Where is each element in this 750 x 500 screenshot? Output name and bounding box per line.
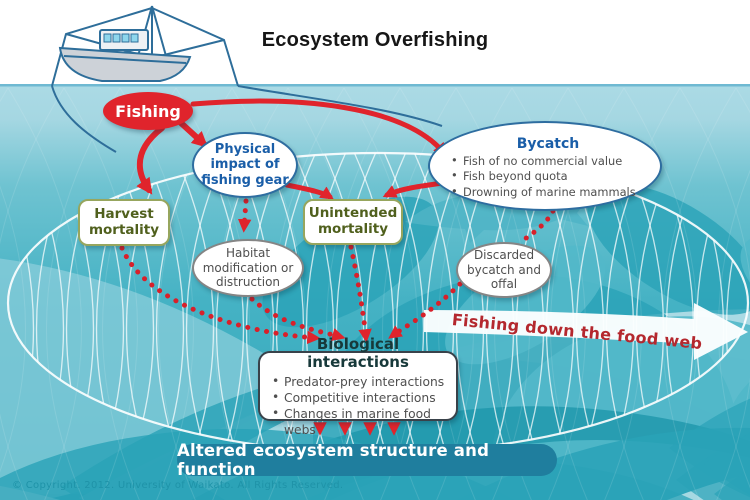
- outcome-banner: Altered ecosystem structure and function: [177, 441, 557, 479]
- food-web-arrow-shape: [424, 303, 748, 360]
- outcome-banner-label: Altered ecosystem structure and function: [177, 441, 490, 479]
- biological-interactions-bullet: Predator-prey interactions: [271, 373, 455, 390]
- node-bycatch-title: Bycatch: [516, 135, 580, 152]
- node-harvest-mortality-label: Harvest mortality: [88, 205, 160, 238]
- copyright-text: © Copyright. 2012. University of Waikato…: [12, 480, 344, 491]
- page-title: Ecosystem Overfishing: [261, 29, 489, 51]
- node-bycatch: Bycatch Fish of no commercial value Fish…: [428, 121, 662, 211]
- solid-red-arrows: [136, 98, 448, 200]
- node-physical-impact: Physical impact of fishing gear: [192, 132, 298, 198]
- node-biological-interactions: Biological interactions Predator-prey in…: [258, 335, 458, 437]
- bycatch-bullet-list: Fish of no commercial value Fish beyond …: [450, 153, 646, 201]
- node-discarded-bycatch-label: Discarded bycatch and offal: [467, 248, 541, 292]
- bycatch-bullet: Fish of no commercial value: [450, 153, 646, 170]
- node-fishing-label: Fishing: [115, 101, 181, 121]
- node-discarded-bycatch: Discarded bycatch and offal: [456, 242, 552, 298]
- node-physical-impact-label: Physical impact of fishing gear: [201, 142, 289, 188]
- biological-interactions-bullet-list: Predator-prey interactions Competitive i…: [261, 373, 455, 439]
- node-habitat-modification-label: Habitat modification or distruction: [202, 246, 294, 290]
- biological-interactions-bullet: Competitive interactions: [271, 389, 455, 406]
- waterline: [0, 84, 750, 87]
- biological-interactions-bullet: Changes in marine food webs: [271, 405, 455, 438]
- node-unintended-mortality: Unintended mortality: [303, 199, 403, 245]
- bycatch-bullet: Drowning of marine mammals: [450, 184, 646, 201]
- node-biological-interactions-title: Biological interactions: [307, 334, 409, 371]
- node-unintended-mortality-label: Unintended mortality: [308, 205, 398, 237]
- node-harvest-mortality: Harvest mortality: [78, 199, 170, 246]
- node-habitat-modification: Habitat modification or distruction: [192, 239, 304, 297]
- fishing-trawler-illustration: [51, 5, 443, 153]
- trawl-net-mesh: [8, 153, 748, 453]
- node-fishing: Fishing: [103, 92, 193, 130]
- bycatch-bullet: Fish beyond quota: [450, 168, 646, 185]
